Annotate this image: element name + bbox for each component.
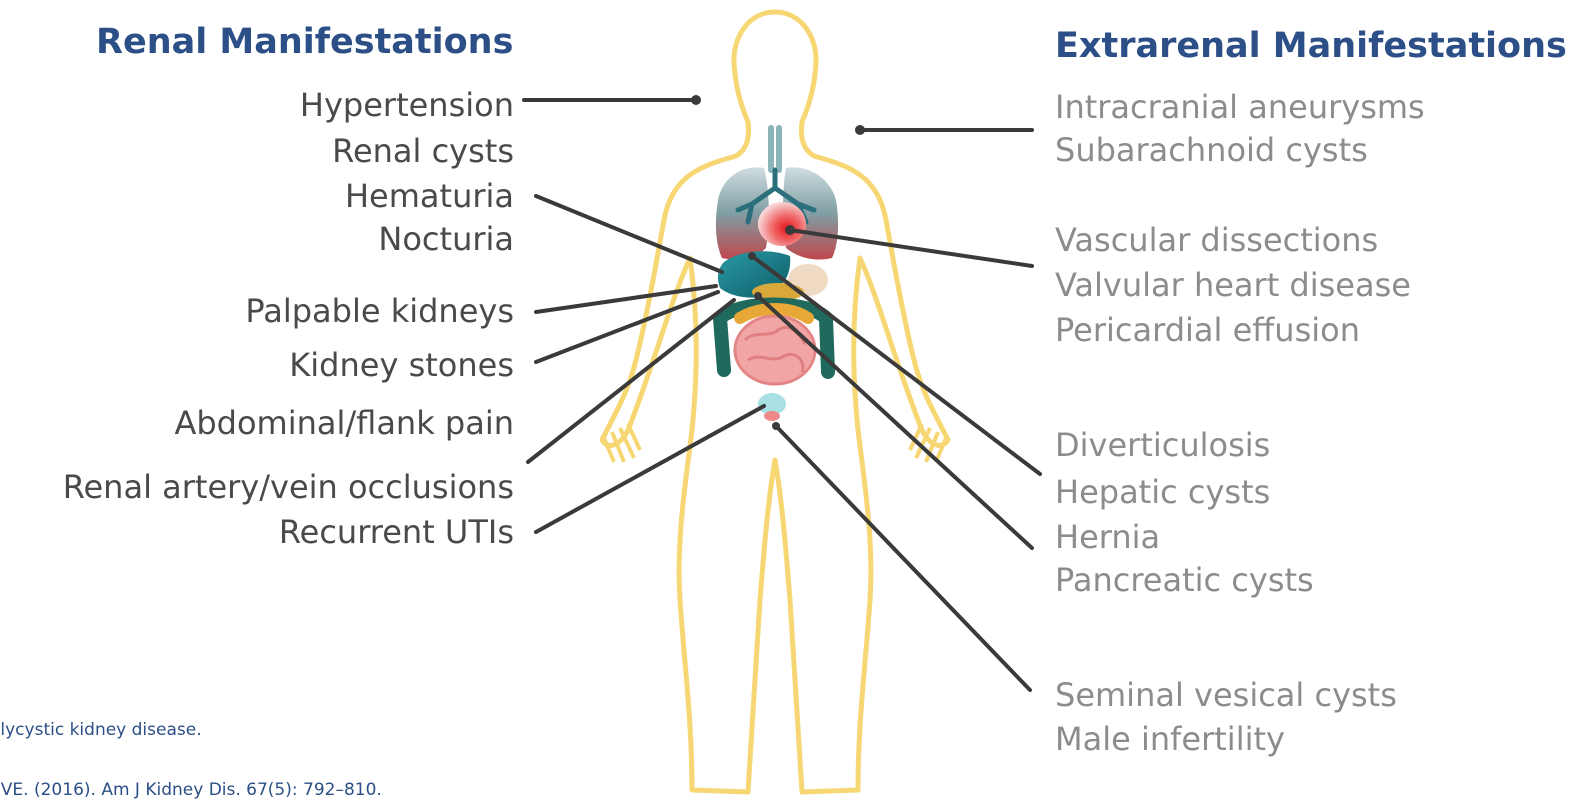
heart-pointer-dot bbox=[785, 225, 795, 235]
seminal-pointer-dot bbox=[772, 422, 780, 430]
brain-pointer-dot bbox=[855, 125, 865, 135]
left-lung-icon bbox=[716, 167, 769, 259]
trachea-icon bbox=[771, 128, 779, 170]
pancreas-pointer-dot bbox=[754, 292, 762, 300]
prostate-icon bbox=[764, 411, 780, 421]
heart-icon bbox=[758, 202, 806, 246]
liver-pointer-dot bbox=[748, 252, 756, 260]
hypertension-pointer-dot bbox=[691, 95, 701, 105]
small-intestine-icon bbox=[735, 316, 815, 384]
